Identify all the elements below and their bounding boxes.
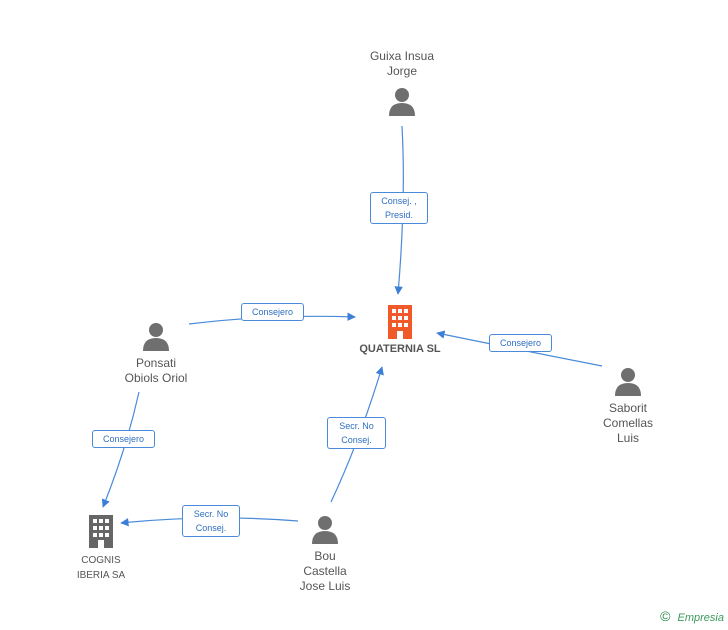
person-name: Bou Castella Jose Luis	[299, 549, 351, 593]
person-node-bou[interactable]: Bou Castella Jose Luis	[278, 514, 372, 594]
building-icon	[388, 305, 412, 339]
edge-label-bou-cognis: Secr. No Consej.	[182, 505, 240, 537]
person-node-guixa[interactable]: Guixa Insua Jorge	[350, 49, 454, 116]
edge-label-bou-quaternia: Secr. No Consej.	[327, 417, 386, 449]
company-name: COGNIS IBERIA SA	[76, 555, 126, 581]
person-name: Guixa Insua Jorge	[369, 49, 435, 78]
company-node-cognis[interactable]: COGNIS IBERIA SA	[60, 514, 142, 583]
company-node-quaternia[interactable]: QUATERNIA SL	[340, 303, 460, 357]
edge-label-ponsati-cognis: Consejero	[92, 430, 155, 448]
person-icon	[389, 88, 415, 116]
person-icon	[143, 323, 169, 351]
person-name: Ponsati Obiols Oriol	[124, 356, 188, 385]
company-name: QUATERNIA SL	[359, 343, 441, 355]
brand-logo: Empresia	[677, 612, 724, 624]
person-node-ponsati[interactable]: Ponsati Obiols Oriol	[106, 321, 206, 386]
footer-brand[interactable]: © Empresia	[660, 608, 724, 624]
person-name: Saborit Comellas Luis	[602, 401, 653, 445]
edge-ponsati-cognis	[101, 391, 140, 508]
edge-label-saborit-quaternia: Consejero	[489, 334, 552, 352]
person-node-saborit[interactable]: Saborit Comellas Luis	[588, 366, 668, 446]
edge-label-guixa-quaternia: Consej. , Presid.	[370, 192, 428, 224]
edge-label-ponsati-quaternia: Consejero	[241, 303, 304, 321]
person-icon	[312, 516, 338, 544]
building-icon	[89, 515, 113, 548]
copyright-symbol: ©	[660, 608, 671, 624]
person-icon	[615, 368, 641, 396]
